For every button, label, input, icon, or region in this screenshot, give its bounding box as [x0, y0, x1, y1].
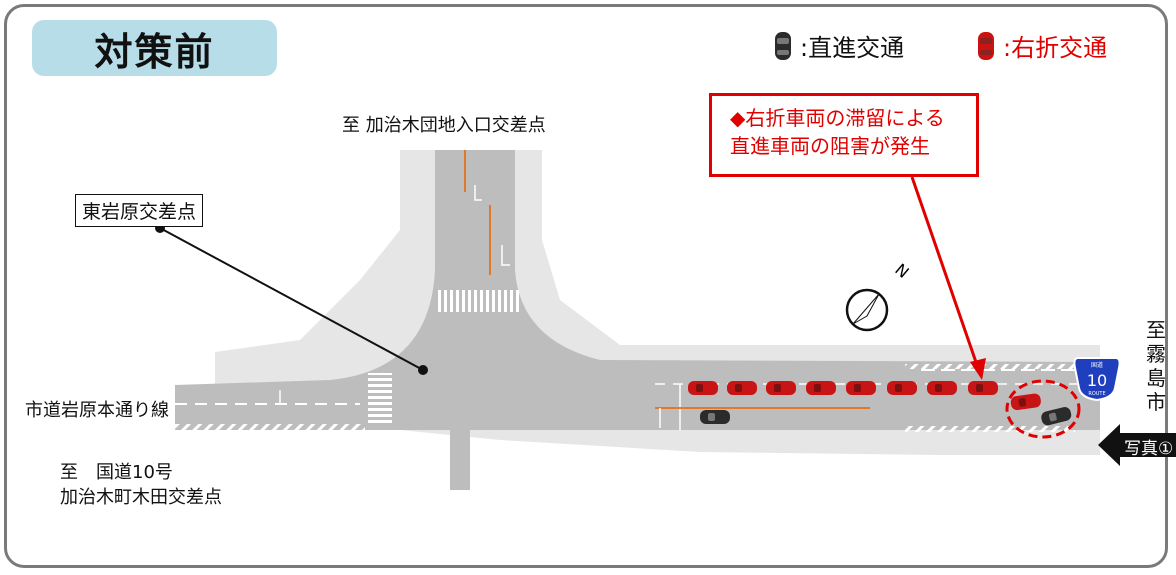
legend-right-turn-label: :右折交通 [1003, 34, 1108, 62]
straight-car [1041, 407, 1072, 426]
page-title: 対策前 [32, 20, 277, 76]
north-crosswalk [438, 290, 522, 312]
road-surface [175, 150, 1100, 490]
right-turn-car [1010, 393, 1041, 411]
photo-marker: 写真① [1098, 424, 1176, 466]
straight-car [700, 410, 730, 424]
right-turn-car [846, 381, 876, 395]
legend-straight-label: :直進交通 [800, 34, 905, 62]
left-arrow-icon [1098, 424, 1176, 466]
highlight-ellipse [1005, 379, 1081, 439]
right-turn-car [688, 381, 718, 395]
right-turn-car [968, 381, 998, 395]
diagram-frame [4, 4, 1168, 568]
right-turn-car-icon [978, 31, 994, 60]
callout-arrow [910, 176, 980, 369]
callout-line-2: 直進車両の阻害が発生 [730, 134, 930, 158]
right-turn-car [727, 381, 757, 395]
route-10-shield-icon: 国道 10 ROUTE [1073, 357, 1121, 402]
photo-label: 写真① [1124, 439, 1174, 459]
callout-line-1: ◆右折車両の滞留による [730, 106, 945, 130]
right-turn-car [887, 381, 917, 395]
svg-text:10: 10 [1087, 371, 1107, 390]
west-crosswalk [368, 373, 392, 425]
svg-text:国道: 国道 [1091, 361, 1103, 369]
east-destination-label: 至 霧 島 市 [1146, 318, 1166, 414]
west-road-label: 市道岩原本通り線 [25, 400, 169, 421]
legend-right-turn: :右折交通 [975, 28, 1107, 63]
right-turn-car [806, 381, 836, 395]
southwest-destination-line2: 加治木町木田交差点 [60, 487, 222, 508]
legend-straight: :直進交通 [772, 28, 904, 63]
right-turn-car [766, 381, 796, 395]
svg-text:ROUTE: ROUTE [1088, 391, 1105, 397]
intersection-name-label: 東岩原交差点 [75, 194, 204, 227]
compass-icon: N [845, 260, 913, 332]
southwest-destination-line1: 至 国道10号 [60, 462, 173, 483]
straight-cars [700, 407, 1072, 426]
north-destination-label: 至 加治木団地入口交差点 [342, 115, 546, 136]
straight-car-icon [775, 31, 791, 60]
right-turn-car [927, 381, 957, 395]
leader-line [159, 227, 424, 371]
svg-text:N: N [891, 260, 912, 282]
problem-callout: ◆右折車両の滞留による 直進車両の阻害が発生 [709, 93, 979, 177]
right-turn-queue [688, 381, 1041, 411]
